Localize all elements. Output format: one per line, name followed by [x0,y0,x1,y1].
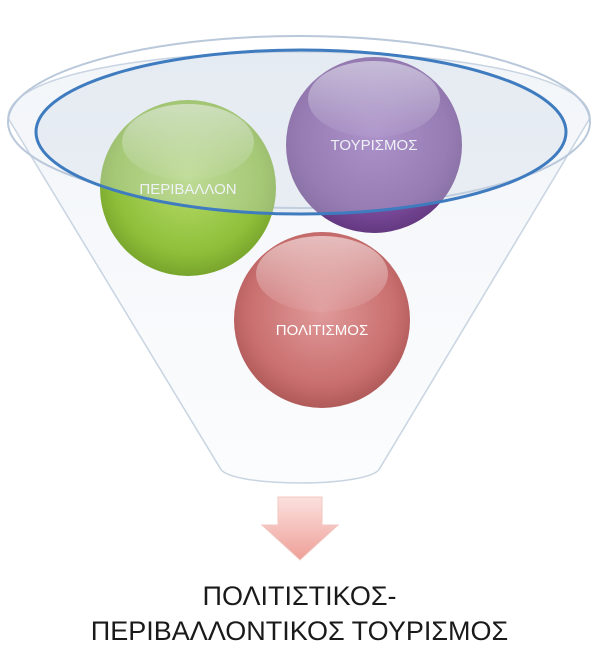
result-text-line-1: ΠΟΛΙΤΙΣΤΙΚΟΣ- [202,581,397,611]
funnel-inner-rim [34,48,568,216]
circle-environment-label: ΠΕΡΙΒΑΛΛΟΝ [139,181,236,198]
down-arrow-icon [260,496,340,561]
circle-tourism: ΤΟΥΡΙΣΜΟΣ [286,57,462,233]
result-text-line-2: ΠΕΡΙΒΑΛΛΟΝΤΙΚΟΣ ΤΟΥΡΙΣΜΟΣ [90,616,509,646]
circle-environment: ΠΕΡΙΒΑΛΛΟΝ [100,100,276,276]
circle-tourism-label: ΤΟΥΡΙΣΜΟΣ [331,137,418,154]
circle-culture-label: ΠΟΛΙΤΙΣΜΟΣ [276,322,368,339]
circle-culture: ΠΟΛΙΤΙΣΜΟΣ [234,232,410,408]
funnel-rim [7,35,591,209]
